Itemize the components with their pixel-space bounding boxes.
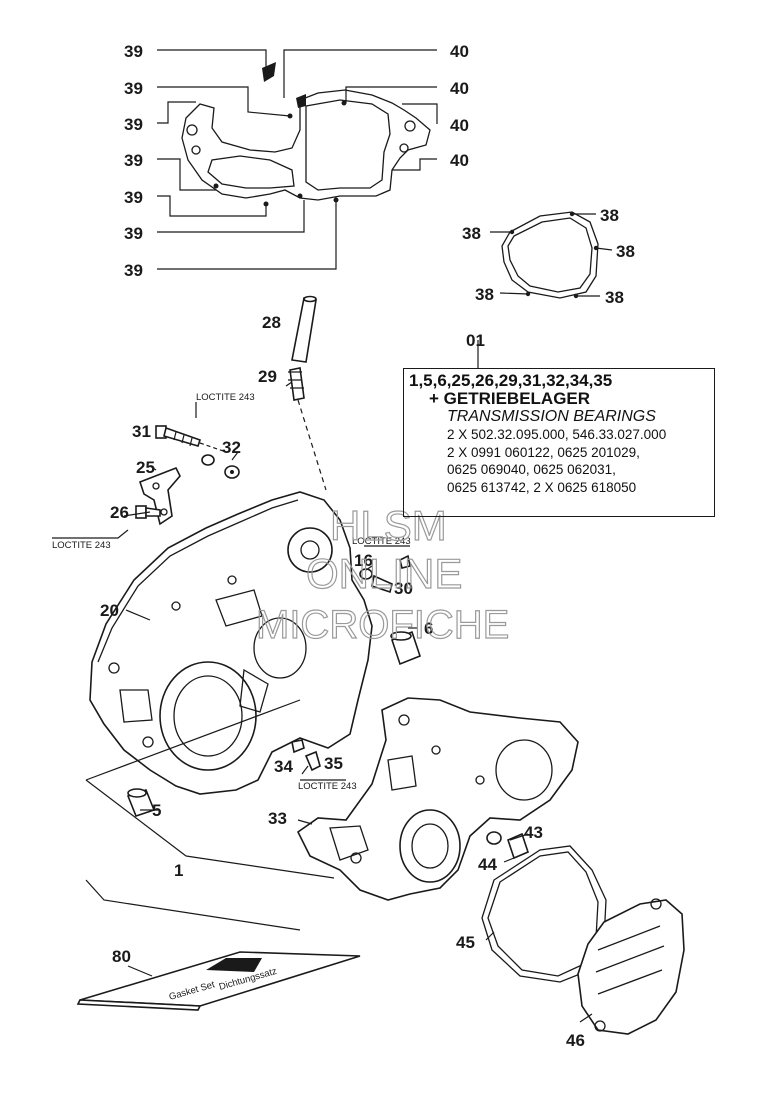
callout-28: 28 [262, 313, 281, 332]
callout-80: 80 [112, 947, 131, 966]
callout-40: 40 [450, 151, 469, 170]
kit-part-line: 2 X 502.32.095.000, 546.33.027.000 [447, 427, 667, 442]
callout-34: 34 [274, 757, 293, 776]
callout-38: 38 [616, 242, 635, 261]
leader-lines-39-40 [157, 49, 438, 270]
callout-6: 6 [424, 619, 433, 638]
screw-34-35 [291, 739, 321, 772]
callout-39: 39 [124, 224, 143, 243]
kit-title-en: TRANSMISSION BEARINGS [447, 408, 656, 425]
loctite-notes: LOCTITE 243 LOCTITE 243 LOCTITE 243 LOCT… [52, 392, 411, 792]
callout-32: 32 [222, 438, 241, 457]
callout-01: 01 [466, 331, 485, 350]
callout-45: 45 [456, 933, 475, 952]
ignition-cover [577, 898, 685, 1035]
crankcase-right-half [296, 697, 579, 901]
kit-part-line: 0625 069040, 0625 062031, [447, 462, 616, 477]
callout-38: 38 [600, 206, 619, 225]
plug-43-44 [486, 831, 529, 860]
bushing-6 [390, 630, 421, 666]
callout-35: 35 [324, 754, 343, 773]
watermark-line2: ONLINE [306, 550, 462, 597]
callout-40: 40 [450, 79, 469, 98]
callout-38: 38 [462, 224, 481, 243]
callout-30: 30 [394, 579, 413, 598]
callout-29: 29 [258, 367, 277, 386]
screw-26 [135, 505, 161, 519]
breather-hose [288, 295, 327, 491]
callout-40: 40 [450, 42, 469, 61]
callout-38: 38 [605, 288, 624, 307]
callout-labels: 39 39 39 39 39 39 39 40 40 40 40 38 38 3… [100, 42, 635, 1050]
kit-parts-list: 1,5,6,25,26,29,31,32,34,35 [409, 371, 613, 390]
callout-43: 43 [524, 823, 543, 842]
callout-26: 26 [110, 503, 129, 522]
dowel-5 [126, 788, 156, 817]
callout-31: 31 [132, 422, 151, 441]
watermark-line3: MICROFICHE [256, 603, 509, 647]
watermark-line1: HLSM [330, 502, 447, 549]
kit-title-de: + GETRIEBELAGER [429, 389, 591, 408]
callout-5: 5 [152, 801, 161, 820]
washer-32 [201, 454, 240, 479]
kit-part-line: 2 X 0991 060122, 0625 201029, [447, 444, 640, 460]
callout-39: 39 [124, 261, 143, 280]
callout-39: 39 [124, 188, 143, 207]
crankcase-gasket [181, 62, 431, 207]
clutch-cover-gasket [490, 211, 613, 299]
bracket-25 [139, 466, 181, 526]
callout-40: 40 [450, 116, 469, 135]
assembly-leader-lines [52, 340, 593, 1023]
callout-33: 33 [268, 809, 287, 828]
loctite-note: LOCTITE 243 [352, 536, 411, 547]
kit-info-box: 1,5,6,25,26,29,31,32,34,35 + GETRIEBELAG… [403, 368, 715, 517]
loctite-note: LOCTITE 243 [196, 392, 255, 403]
small-parts-16-30 [359, 554, 411, 594]
callout-38: 38 [475, 285, 494, 304]
callout-39: 39 [124, 79, 143, 98]
gasket-set-card: Dichtungssatz Gasket Set [76, 951, 361, 1011]
callout-16: 16 [354, 551, 373, 570]
watermark: HLSM ONLINE MICROFICHE [255, 501, 510, 647]
callout-46: 46 [566, 1031, 585, 1050]
callout-39: 39 [124, 42, 143, 61]
callout-20: 20 [100, 601, 119, 620]
callout-25: 25 [136, 458, 155, 477]
callout-44: 44 [478, 855, 497, 874]
callout-1: 1 [174, 861, 183, 880]
bolt-31 [155, 425, 227, 453]
loctite-note: LOCTITE 243 [52, 540, 111, 551]
callout-39: 39 [124, 151, 143, 170]
callout-39: 39 [124, 115, 143, 134]
loctite-note: LOCTITE 243 [298, 781, 357, 792]
kit-part-line: 0625 613742, 2 X 0625 618050 [447, 479, 637, 495]
